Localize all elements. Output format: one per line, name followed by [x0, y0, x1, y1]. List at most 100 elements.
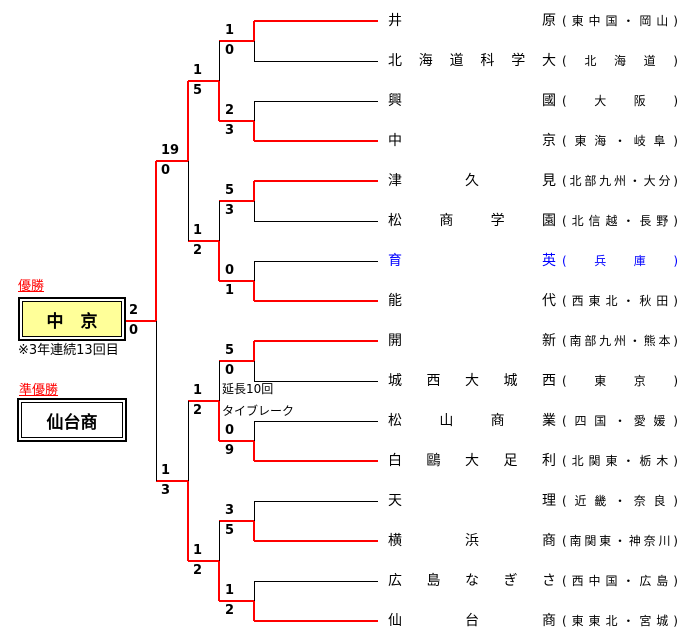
match-score-top: 0	[225, 423, 235, 438]
winner-stub	[219, 520, 254, 522]
team-region-label: (北海道)	[562, 54, 678, 68]
match-score-bottom: 0	[161, 163, 171, 178]
match-score-top: 19	[161, 143, 180, 158]
team-name-label: 育英	[388, 253, 556, 269]
match-note: タイブレーク	[222, 404, 295, 418]
team-name-label: 北海道科学大	[388, 53, 556, 69]
champion-streak-note: ※3年連続13回目	[18, 343, 119, 358]
match-connector	[188, 401, 189, 481]
match-connector	[254, 261, 255, 281]
team-name-label: 広島なぎさ	[388, 573, 556, 589]
match-score-top: 3	[225, 503, 235, 518]
match-connector	[188, 161, 189, 241]
team-name-label: 白鷗大足利	[388, 453, 556, 469]
final-connector	[155, 161, 157, 321]
match-note: 延長10回	[222, 382, 274, 396]
team-line	[254, 261, 378, 262]
runner-up-box: 仙台商	[17, 398, 127, 442]
match-connector	[253, 281, 255, 301]
team-line	[254, 501, 378, 502]
winner-stub	[219, 120, 254, 122]
team-region-label: (東京)	[562, 374, 678, 388]
match-connector	[253, 341, 255, 361]
team-line	[254, 20, 378, 22]
team-name-label: 仙台商	[388, 613, 556, 629]
match-connector	[219, 201, 220, 241]
team-line	[254, 460, 378, 462]
match-score-bottom: 2	[193, 563, 203, 578]
match-score-bottom: 5	[225, 523, 235, 538]
match-score-top: 0	[225, 263, 235, 278]
team-line	[254, 581, 378, 582]
winner-stub	[219, 280, 254, 282]
team-name-label: 能代	[388, 293, 556, 309]
team-line	[254, 421, 378, 422]
match-score-top: 1	[193, 543, 203, 558]
match-score-top: 1	[225, 23, 235, 38]
match-connector	[253, 441, 255, 461]
match-connector	[253, 521, 255, 541]
match-score-top: 1	[161, 463, 171, 478]
winner-stub	[219, 600, 254, 602]
match-connector	[218, 241, 220, 281]
match-score-bottom: 0	[129, 323, 139, 338]
team-line	[254, 381, 378, 382]
match-score-bottom: 0	[225, 43, 235, 58]
match-score-top: 2	[225, 103, 235, 118]
team-line	[254, 340, 378, 342]
team-line	[254, 101, 378, 102]
team-region-label: (東中国・岡山)	[562, 14, 678, 28]
winner-stub	[188, 400, 219, 402]
team-region-label: (北部九州・大分)	[562, 174, 678, 188]
champion-box: 中 京	[18, 297, 126, 341]
team-region-label: (北信越・長野)	[562, 214, 678, 228]
champion-stub	[126, 320, 156, 322]
match-connector	[253, 121, 255, 141]
team-region-label: (大阪)	[562, 94, 678, 108]
match-score-bottom: 1	[225, 283, 235, 298]
team-name-label: 城西大城西	[388, 373, 556, 389]
match-score-top: 2	[129, 303, 139, 318]
team-region-label: (四国・愛媛)	[562, 414, 678, 428]
match-connector	[254, 41, 255, 61]
winner-stub	[156, 160, 188, 162]
team-name-label: 横浜商	[388, 533, 556, 549]
team-line	[254, 61, 378, 62]
match-connector	[218, 561, 220, 601]
winner-stub	[188, 560, 219, 562]
match-score-bottom: 2	[193, 403, 203, 418]
team-region-label: (南部九州・熊本)	[562, 334, 678, 348]
winner-stub	[219, 40, 254, 42]
match-connector	[253, 181, 255, 201]
champion-name: 中 京	[22, 301, 122, 337]
team-name-label: 井原	[388, 13, 556, 29]
match-score-bottom: 3	[225, 203, 235, 218]
match-score-top: 1	[225, 583, 235, 598]
team-line	[254, 540, 378, 542]
match-connector	[254, 361, 255, 381]
winner-stub	[219, 200, 254, 202]
winner-stub	[219, 440, 254, 442]
team-line	[254, 180, 378, 182]
match-connector	[219, 361, 220, 401]
match-connector	[187, 81, 189, 161]
team-name-label: 興國	[388, 93, 556, 109]
match-score-top: 1	[193, 63, 203, 78]
team-name-label: 松商学園	[388, 213, 556, 229]
match-score-top: 5	[225, 343, 235, 358]
match-score-bottom: 3	[225, 123, 235, 138]
team-region-label: (東東北・宮城)	[562, 614, 678, 628]
runner-up-label: 準優勝	[19, 383, 59, 398]
match-connector	[218, 401, 220, 441]
team-line	[254, 221, 378, 222]
team-name-label: 中京	[388, 133, 556, 149]
match-score-top: 5	[225, 183, 235, 198]
match-score-bottom: 5	[193, 83, 203, 98]
match-score-top: 1	[193, 223, 203, 238]
match-connector	[253, 21, 255, 41]
team-region-label: (兵庫)	[562, 254, 678, 268]
match-connector	[254, 501, 255, 521]
winner-stub	[156, 480, 188, 482]
winner-stub	[219, 360, 254, 362]
